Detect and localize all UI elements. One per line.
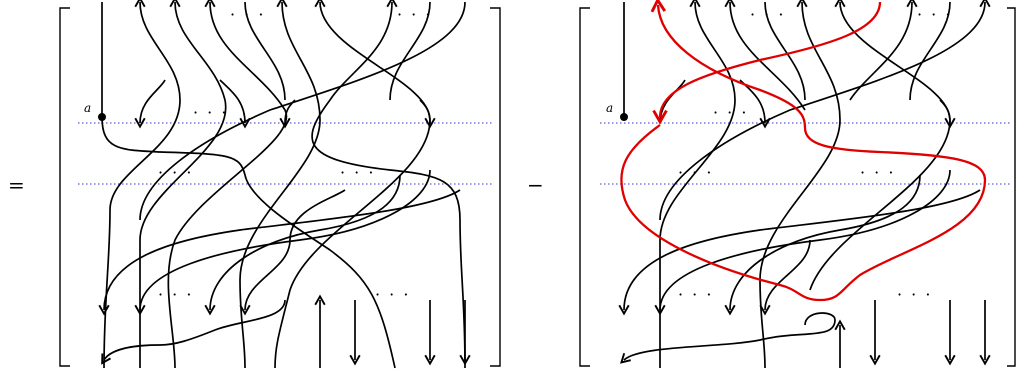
strand — [618, 189, 981, 316]
strand — [103, 0, 181, 369]
strand — [239, 0, 321, 369]
right-bracket — [1007, 7, 1016, 367]
strand — [139, 0, 227, 368]
strand — [219, 79, 251, 129]
strand — [759, 0, 841, 369]
red-strand — [620, 124, 987, 302]
highlighted-strand — [620, 0, 987, 302]
ellipsis: · · · — [158, 285, 193, 304]
strand — [759, 239, 811, 316]
left-bracket — [59, 7, 70, 367]
minus-sign: − — [527, 173, 544, 197]
node-a — [620, 113, 628, 121]
right-diagram: a · · · · · · · · · · · · · · · · · · · … — [579, 0, 1016, 369]
strand — [204, 174, 401, 316]
red-strand — [650, 0, 807, 129]
strands — [618, 0, 991, 369]
strand — [659, 0, 991, 221]
strand — [659, 0, 736, 368]
strand — [311, 0, 466, 369]
strand — [101, 116, 396, 369]
strand — [244, 1, 286, 101]
equals-sign: = — [8, 173, 25, 197]
strand — [939, 99, 956, 129]
strands — [98, 0, 471, 369]
strand — [809, 0, 951, 291]
strand — [909, 1, 951, 101]
right-bracket — [490, 7, 501, 367]
strand — [724, 0, 806, 111]
strand — [279, 99, 296, 129]
ellipsis: · · · — [917, 5, 952, 24]
strand — [134, 79, 166, 129]
node-a — [98, 113, 106, 121]
strand — [654, 169, 951, 316]
ellipsis: · · · — [713, 103, 748, 122]
strand — [724, 174, 921, 316]
strand — [419, 99, 436, 129]
ellipsis: · · · — [397, 5, 432, 24]
ellipsis: · · · — [750, 5, 785, 24]
red-strand — [652, 1, 882, 125]
node-label-a: a — [606, 101, 613, 115]
ellipsis: · · · — [158, 163, 193, 182]
strand — [764, 1, 806, 101]
left-bracket — [579, 7, 590, 367]
ellipsis: · · · — [375, 285, 410, 304]
strand — [134, 169, 431, 316]
ellipsis: · · · — [678, 285, 713, 304]
strand — [139, 1, 466, 221]
ellipsis: · · · — [193, 103, 228, 122]
ellipsis: · · · — [860, 163, 895, 182]
strand — [239, 189, 346, 316]
ellipsis: · · · — [897, 285, 932, 304]
strand — [167, 0, 288, 369]
ellipsis: · · · — [678, 163, 713, 182]
strand — [101, 299, 286, 365]
strand — [619, 312, 836, 364]
strand — [98, 189, 461, 316]
node-label-a: a — [84, 101, 91, 115]
strand — [389, 1, 431, 101]
strand — [274, 0, 431, 369]
ellipsis: · · · — [230, 5, 265, 24]
ellipsis: · · · — [340, 163, 375, 182]
left-diagram: a · · · · · · · · · · · · · · · · · · · … — [59, 0, 501, 369]
strand — [849, 0, 918, 101]
